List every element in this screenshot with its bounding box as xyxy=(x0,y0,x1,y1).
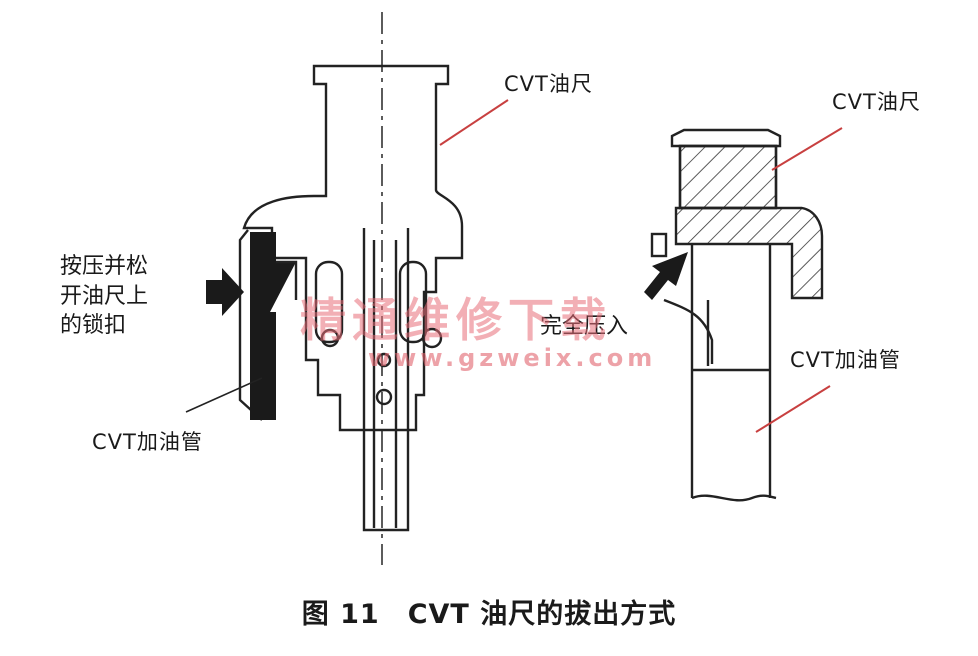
small-tab xyxy=(650,232,668,258)
leader-fill-tube xyxy=(185,377,263,413)
cap-top xyxy=(670,128,782,148)
pin-left xyxy=(320,328,340,348)
pin-right xyxy=(421,327,443,349)
watermark-text: 精通维修下载 xyxy=(300,293,612,347)
instruction-line-2: 开油尺上 xyxy=(60,283,149,309)
lock-clip-notch xyxy=(276,260,298,300)
right-dipstick-label: CVT油尺 xyxy=(832,90,921,114)
dipstick-body-outline xyxy=(242,64,464,432)
figure-caption: 图 11 CVT 油尺的拔出方式 xyxy=(301,599,677,630)
lock-clip xyxy=(250,232,296,312)
pin-center-low xyxy=(375,388,393,406)
tube-wavy-bottom xyxy=(691,494,777,502)
collar xyxy=(674,206,824,300)
dipstick-rod xyxy=(362,228,410,532)
watermark-url: www.gzweix.com xyxy=(368,344,657,372)
instruction-line-1: 按压并松 xyxy=(60,254,149,279)
fully-pressed-label: 完全压入 xyxy=(540,314,629,339)
leader-right-dipstick xyxy=(771,127,843,171)
pin-center xyxy=(376,352,392,368)
left-fill-tube-label: CVT加油管 xyxy=(92,430,203,454)
instruction-text: 按压并松 开油尺上 的锁扣 xyxy=(60,252,148,341)
push-arrow xyxy=(206,268,244,316)
right-diagram xyxy=(644,127,843,502)
cap-body xyxy=(678,144,778,210)
inner-slot-right xyxy=(398,260,428,344)
leader-right-fill-tube xyxy=(755,385,831,433)
inner-slot-left xyxy=(314,260,344,344)
right-fill-tube-label: CVT加油管 xyxy=(790,348,901,372)
fill-tube-bar xyxy=(250,312,276,420)
press-arrow xyxy=(644,252,688,300)
left-diagram xyxy=(185,12,509,565)
leader-dipstick xyxy=(439,99,509,146)
left-dipstick-label: CVT油尺 xyxy=(504,72,593,96)
instruction-line-3: 的锁扣 xyxy=(60,313,127,339)
